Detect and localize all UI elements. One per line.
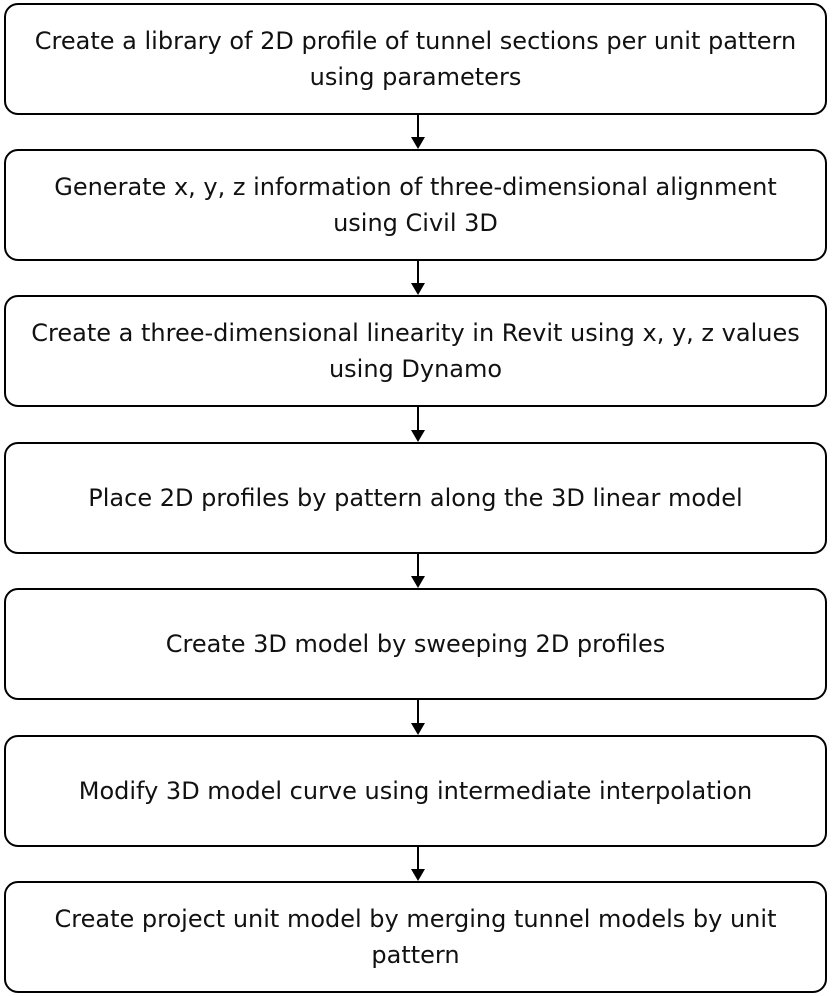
step-7-text: Create project unit model by merging tun…: [54, 905, 777, 969]
arrow-4-to-5: [411, 554, 425, 588]
step-2-text: Generate x, y, z information of three-di…: [54, 173, 777, 237]
arrow-2-to-3: [411, 261, 425, 295]
arrow-head-icon: [411, 283, 425, 295]
step-6-box: Modify 3D model curve using intermediate…: [4, 735, 827, 847]
step-4-text: Place 2D profiles by pattern along the 3…: [88, 484, 743, 512]
arrow-5-to-6: [411, 700, 425, 735]
step-1-text: Create a library of 2D profile of tunnel…: [34, 27, 797, 91]
arrow-head-icon: [411, 430, 425, 442]
arrow-head-icon: [411, 723, 425, 735]
step-3-text: Create a three-dimensional linearity in …: [31, 319, 800, 383]
step-3-box: Create a three-dimensional linearity in …: [4, 295, 827, 407]
step-5-box: Create 3D model by sweeping 2D profiles: [4, 588, 827, 700]
arrow-3-to-4: [411, 407, 425, 442]
step-1-box: Create a library of 2D profile of tunnel…: [4, 3, 827, 115]
arrow-head-icon: [411, 869, 425, 881]
step-7-box: Create project unit model by merging tun…: [4, 881, 827, 993]
arrow-head-icon: [411, 576, 425, 588]
step-5-text: Create 3D model by sweeping 2D profiles: [165, 630, 666, 658]
step-4-box: Place 2D profiles by pattern along the 3…: [4, 442, 827, 554]
arrow-head-icon: [411, 137, 425, 149]
step-6-text: Modify 3D model curve using intermediate…: [78, 777, 753, 805]
arrow-6-to-7: [411, 847, 425, 881]
arrow-1-to-2: [411, 115, 425, 149]
step-2-box: Generate x, y, z information of three-di…: [4, 149, 827, 261]
